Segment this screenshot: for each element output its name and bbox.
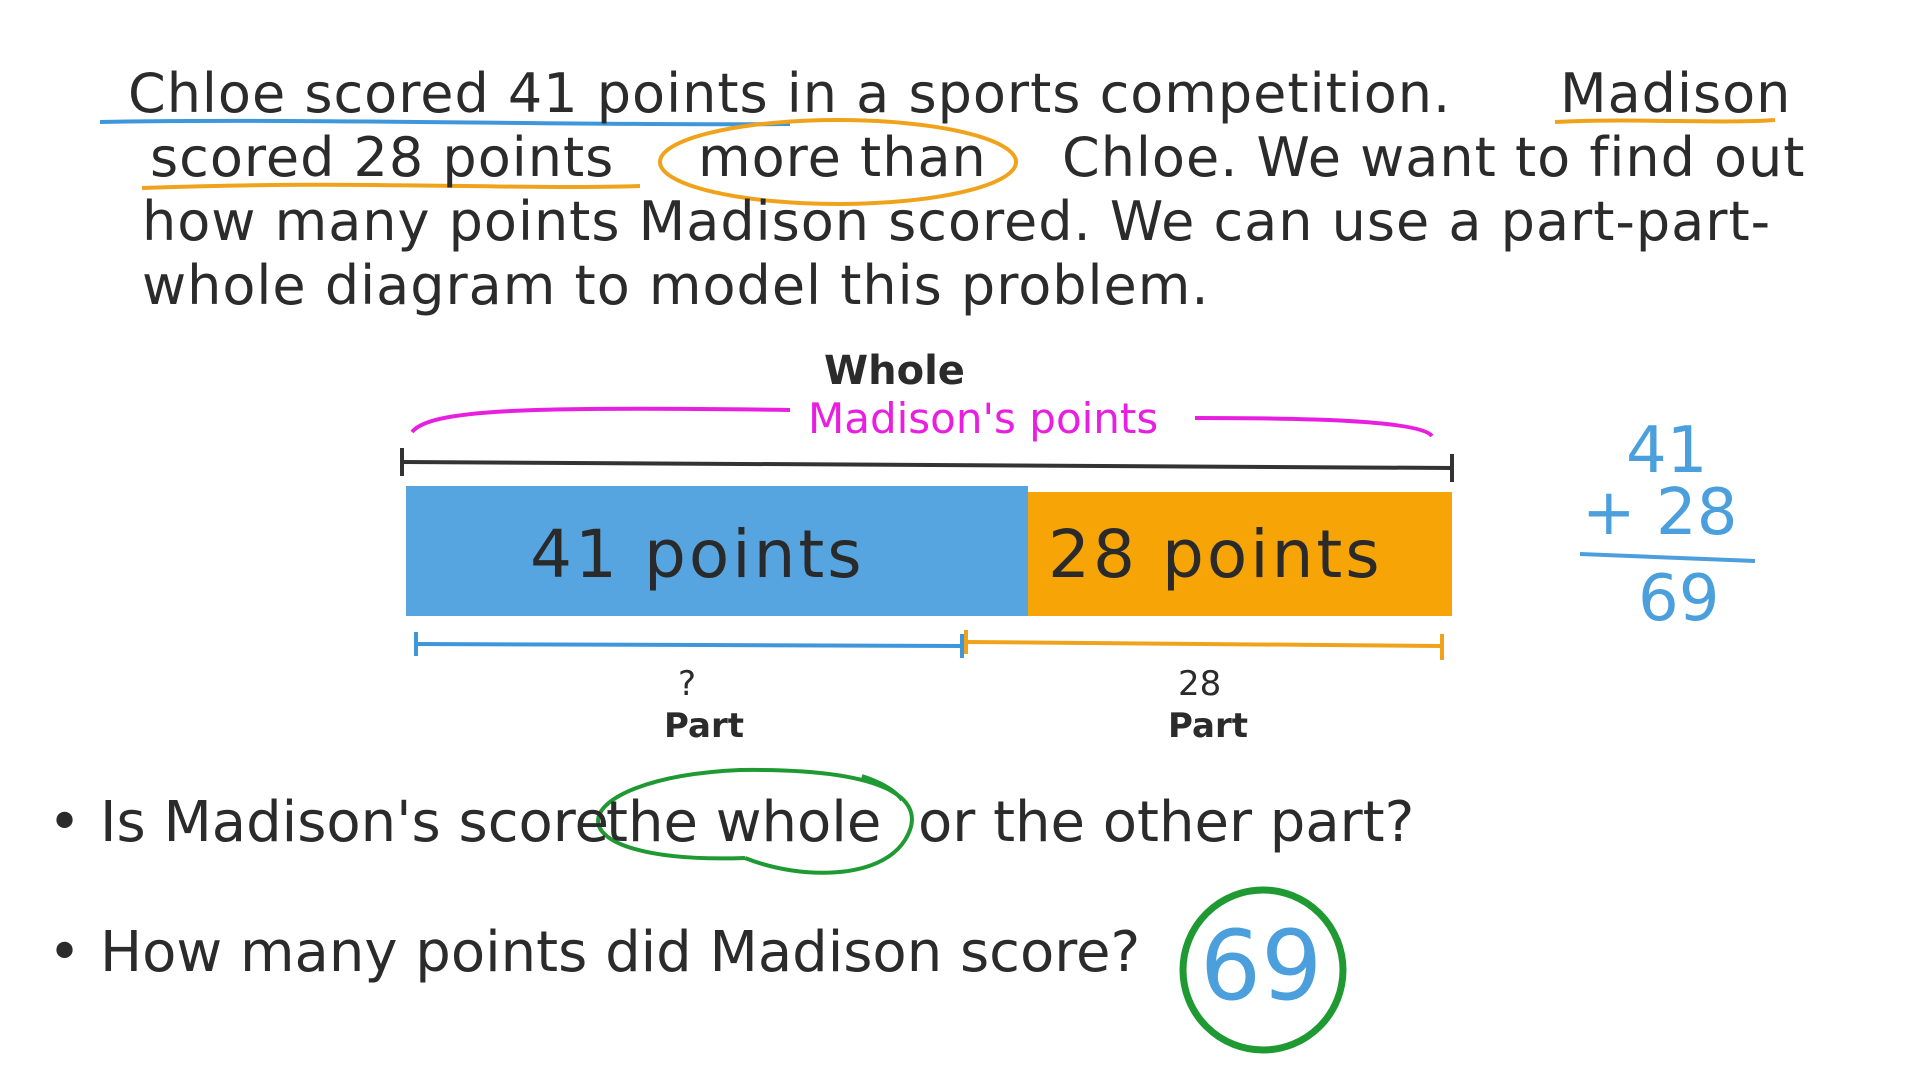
calc-result: 69: [1638, 562, 1720, 636]
left-part-value: ?: [678, 664, 697, 704]
left-part-line: [415, 642, 963, 648]
left-part-label: Part: [664, 706, 744, 746]
scored-underline: [141, 182, 641, 190]
answer-value: 69: [1200, 910, 1323, 1022]
the-whole-circle-tail: [861, 774, 904, 802]
question-2-bullet: •: [48, 920, 82, 985]
paragraph-line-2b: more than: [698, 126, 987, 189]
the-whole-circle: [596, 767, 914, 875]
question-1-b: the whole: [606, 790, 882, 855]
right-part-line: [965, 640, 1443, 648]
blue-underline: [99, 118, 791, 127]
question-1-a: Is Madison's score: [100, 790, 610, 855]
whole-line: [401, 460, 1453, 470]
whole-brace-left: [410, 406, 791, 434]
right-part-value: 28: [1178, 664, 1222, 704]
more-than-circle: [658, 118, 1018, 206]
madison-underline: [1554, 118, 1776, 124]
answer-circle: [1179, 886, 1347, 1054]
paragraph-line-1a: Chloe scored 41 points in a sports compe…: [128, 62, 1452, 125]
whole-sublabel: Madison's points: [808, 394, 1159, 443]
calc-top: 41: [1626, 414, 1708, 488]
calc-bottom: + 28: [1582, 476, 1738, 550]
calc-line: [1579, 552, 1756, 563]
whole-brace-right: [1194, 416, 1434, 438]
right-part-label: Part: [1168, 706, 1248, 746]
question-2-a: How many points did Madison score?: [100, 920, 1141, 985]
question-1-bullet: •: [48, 790, 82, 855]
paragraph-line-1b: Madison: [1560, 62, 1792, 125]
paragraph-line-4: whole diagram to model this problem.: [142, 254, 1210, 317]
right-segment-label: 28 points: [1048, 516, 1383, 593]
question-1-c: or the other part?: [918, 790, 1415, 855]
left-part-bar: [406, 486, 1028, 616]
whole-label: Whole: [824, 348, 965, 394]
paragraph-line-3: how many points Madison scored. We can u…: [142, 190, 1772, 253]
paragraph-line-2c: Chloe. We want to find out: [1062, 126, 1806, 189]
paragraph-line-2a: scored 28 points: [150, 126, 615, 189]
left-segment-label: 41 points: [530, 516, 865, 593]
right-part-bar: [1028, 492, 1452, 616]
